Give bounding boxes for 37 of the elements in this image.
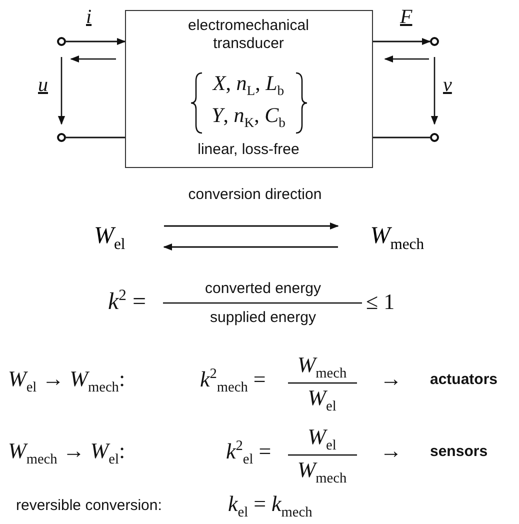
arrow — [66, 38, 126, 46]
formula-text: W$_{mech}$ → W$_{el}$: — [8, 438, 126, 468]
arrow-symbol: → — [380, 438, 402, 464]
formula-text: k$_{el}$ = k$_{mech}$ — [228, 491, 312, 522]
terminal-circle — [430, 133, 439, 142]
formula-text: W$_{el}$ → W$_{mech}$: — [8, 366, 126, 396]
terminal-circle — [430, 37, 439, 46]
formula-text: k$^{2}$ = — [108, 287, 146, 316]
result-text: sensors — [430, 443, 488, 460]
numerator-text: W$_{el}$ — [306, 424, 338, 454]
arrow — [164, 222, 339, 230]
denominator-text: supplied energy — [209, 309, 317, 326]
result-text: actuators — [430, 371, 498, 388]
numerator-text: converted energy — [204, 280, 322, 297]
terminal-circle — [57, 133, 66, 142]
energy-term: W$_{mech}$ — [338, 218, 424, 254]
velocity-label: v — [443, 74, 452, 97]
formula-text: X, n$_{L}$, L$_{b}$ — [211, 71, 286, 100]
formula-text: ≤ 1 — [366, 289, 395, 315]
arrow — [163, 243, 338, 251]
formula-text: Y, n$_{K}$, C$_{b}$ — [210, 103, 286, 132]
arrow — [373, 38, 431, 46]
transducer-box — [125, 10, 373, 168]
formula-text: k$^{2}$$_{mech}$ = — [200, 366, 266, 397]
box-caption: linear, loss-free — [196, 141, 300, 159]
note-text: reversible conversion: — [16, 497, 162, 514]
connector-line — [373, 136, 430, 138]
connector-line — [66, 136, 125, 138]
numerator-text: W$_{mech}$ — [296, 352, 348, 382]
terminal-circle — [57, 37, 66, 46]
arrow-symbol: → — [380, 366, 402, 392]
energy-term: W$_{el}$ — [94, 218, 164, 254]
denominator-text: W$_{mech}$ — [296, 457, 348, 488]
formula-text: k$^{2}$$_{el}$ = — [226, 438, 272, 469]
voltage-label: u — [38, 74, 48, 97]
box-title: electromechanical transducer — [187, 17, 310, 53]
denominator-text: W$_{el}$ — [306, 385, 338, 416]
